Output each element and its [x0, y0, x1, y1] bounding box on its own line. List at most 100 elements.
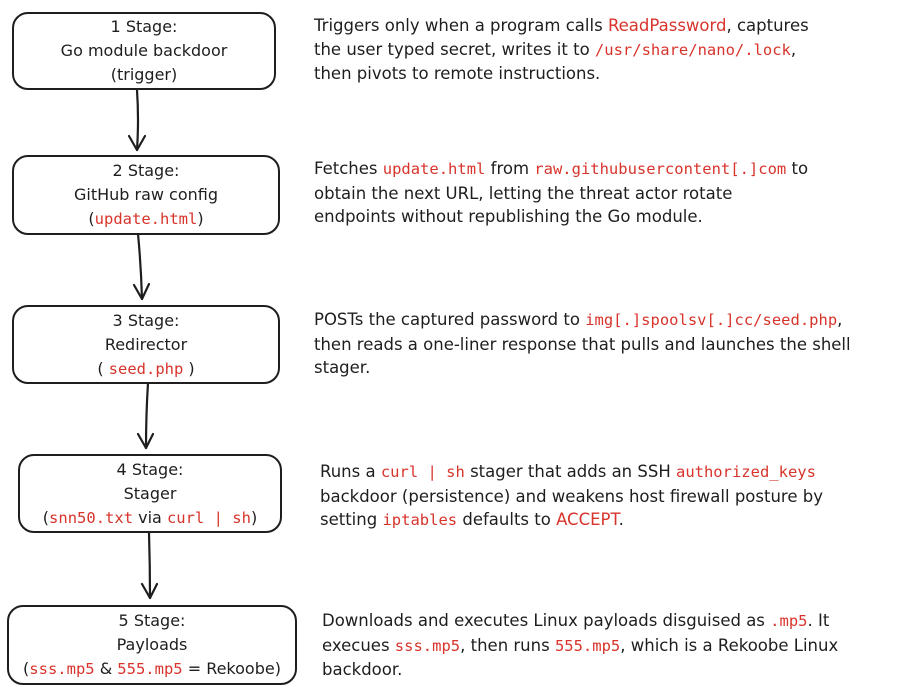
text-segment: GitHub raw config	[73, 185, 219, 204]
stage-name: Payloads	[9, 633, 295, 657]
text-segment: backdoor (persistence) and weakens host …	[320, 486, 823, 506]
stage-name: Go module backdoor	[14, 39, 274, 63]
highlighted-term: iptables	[382, 511, 458, 529]
highlighted-term: seed.php	[108, 359, 184, 378]
stage-description-4: Runs a curl | sh stager that adds an SSH…	[320, 460, 823, 533]
highlighted-term: sss.mp5	[394, 636, 461, 655]
text-segment: )	[250, 507, 258, 527]
highlighted-term: authorized_keys	[675, 463, 816, 481]
text-segment: the user typed secret, writes it to	[314, 39, 595, 59]
text-segment: (	[88, 209, 95, 228]
description-line: POSTs the captured password to img[.]spo…	[314, 308, 851, 333]
text-segment: (	[97, 358, 109, 378]
stage-title: 5 Stage:	[118, 611, 186, 630]
text-segment: then reads a one-liner response that pul…	[314, 334, 851, 354]
text-segment: .	[618, 510, 624, 529]
text-segment: POSTs the captured password to	[314, 310, 586, 329]
stage-description-3: POSTs the captured password to img[.]spo…	[314, 308, 851, 380]
highlighted-term: update.html	[382, 160, 486, 178]
text-segment: &	[94, 659, 118, 678]
arrow-2-to-3	[132, 232, 151, 301]
description-line: backdoor (persistence) and weakens host …	[320, 485, 823, 509]
stage-detail: (sss.mp5 & 555.mp5 = Rekoobe)	[9, 657, 295, 681]
text-segment: endpoints without republishing the Go mo…	[314, 207, 703, 226]
text-segment: Payloads	[116, 635, 188, 654]
stage-detail: (snn50.txt via curl | sh)	[20, 506, 280, 530]
text-segment: to	[786, 159, 809, 178]
highlighted-term: snn50.txt	[49, 508, 134, 527]
text-segment: = Rekoobe)	[182, 659, 281, 678]
text-segment: backdoor.	[322, 660, 403, 679]
text-segment: stager.	[314, 358, 371, 377]
description-line: Triggers only when a program calls ReadP…	[314, 14, 809, 38]
stage-title: 2 Stage:	[112, 161, 180, 180]
stage-box-2: 2 Stage: GitHub raw config (update.html)	[12, 155, 280, 235]
stage-description-1: Triggers only when a program calls ReadP…	[314, 14, 809, 86]
text-segment: , captures	[726, 16, 809, 35]
stage-detail: (update.html)	[14, 207, 278, 231]
description-line: obtain the next URL, letting the threat …	[314, 182, 808, 206]
stage-detail: ( seed.php )	[14, 357, 278, 381]
stage-description-5: Downloads and executes Linux payloads di…	[322, 609, 838, 682]
arrow-3-to-4	[136, 381, 155, 450]
text-segment: Stager	[123, 483, 177, 503]
text-segment: , then runs	[460, 635, 555, 655]
text-segment: from	[485, 159, 535, 178]
highlighted-term: .mp5	[770, 612, 808, 630]
text-segment: ,	[837, 310, 843, 329]
text-segment: Runs a	[320, 462, 381, 481]
highlighted-term: 555.mp5	[554, 636, 621, 655]
stage-box-5: 5 Stage: Payloads (sss.mp5 & 555.mp5 = R…	[7, 605, 297, 685]
highlighted-term: sss.mp5	[29, 660, 95, 678]
highlighted-term: ReadPassword	[607, 16, 727, 35]
stage-name: Redirector	[14, 333, 278, 357]
stage-name: GitHub raw config	[14, 183, 278, 207]
text-segment: Redirector	[104, 334, 188, 354]
description-line: then pivots to remote instructions.	[314, 62, 809, 86]
text-segment: (	[42, 507, 50, 527]
description-line: Downloads and executes Linux payloads di…	[322, 609, 838, 634]
description-line: setting iptables defaults to ACCEPT.	[320, 508, 823, 533]
text-segment: ,	[790, 39, 797, 59]
highlighted-term: update.html	[94, 210, 198, 228]
text-segment: Triggers only when a program calls	[314, 16, 608, 35]
description-line: Fetches update.html from raw.githubuserc…	[314, 157, 808, 182]
text-segment: then pivots to remote instructions.	[314, 64, 601, 83]
highlighted-term: 555.mp5	[117, 660, 183, 678]
description-line: then reads a one-liner response that pul…	[314, 333, 851, 357]
highlighted-term: ACCEPT	[556, 510, 619, 529]
stage-name: Stager	[20, 482, 280, 506]
text-segment: Downloads and executes Linux payloads di…	[322, 611, 771, 630]
stage-box-3: 3 Stage: Redirector ( seed.php )	[12, 305, 280, 384]
description-line: stager.	[314, 356, 851, 380]
stage-detail: (trigger)	[14, 63, 274, 87]
description-line: execues sss.mp5, then runs 555.mp5, whic…	[322, 634, 838, 659]
text-segment: )	[197, 209, 204, 228]
text-segment: defaults to	[457, 510, 557, 529]
arrow-1-to-2	[127, 88, 147, 152]
stage-title: 3 Stage:	[112, 310, 180, 330]
text-segment: (	[23, 659, 30, 678]
arrow-4-to-5	[140, 531, 159, 600]
stage-box-1: 1 Stage: Go module backdoor (trigger)	[12, 12, 276, 90]
stage-title: 4 Stage:	[116, 459, 184, 479]
highlighted-term: curl | sh	[380, 463, 465, 481]
stage-title: 1 Stage:	[110, 17, 178, 36]
text-segment: (trigger)	[110, 65, 178, 84]
text-segment: execues	[322, 635, 395, 655]
highlighted-term: curl | sh	[166, 508, 251, 527]
text-segment: . It	[807, 611, 830, 630]
highlighted-term: /usr/share/nano/.lock	[594, 40, 791, 59]
stage-description-2: Fetches update.html from raw.githubuserc…	[314, 157, 808, 229]
text-segment: )	[183, 358, 195, 378]
text-segment: stager that adds an SSH	[464, 462, 676, 481]
text-segment: obtain the next URL, letting the threat …	[314, 183, 733, 203]
text-segment: Go module backdoor	[60, 41, 228, 60]
description-line: backdoor.	[322, 658, 838, 682]
text-segment: via	[133, 507, 167, 527]
stage-box-4: 4 Stage: Stager (snn50.txt via curl | sh…	[18, 454, 282, 533]
highlighted-term: img[.]spoolsv[.]cc/seed.php	[585, 311, 838, 329]
text-segment: Fetches	[314, 159, 383, 178]
description-line: Runs a curl | sh stager that adds an SSH…	[320, 460, 823, 485]
